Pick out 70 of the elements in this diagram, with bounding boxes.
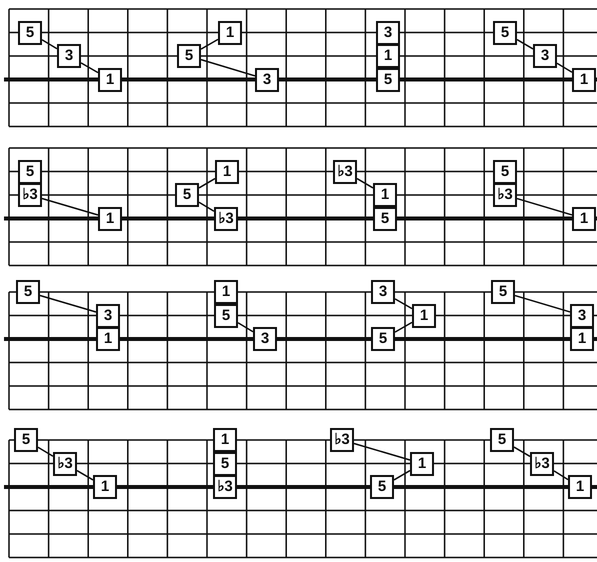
note-box: 1 [373,183,397,207]
note-box: 5 [493,20,517,44]
connector-line [554,470,568,480]
note-box: 1 [93,475,117,499]
note-box: 5 [16,280,40,304]
note-box: 5 [18,20,42,44]
connector-line [200,58,256,77]
note-box: 5 [376,68,400,92]
note-box: 3 [376,20,400,44]
note-box: 1 [570,327,594,351]
connector-line [394,470,410,481]
note-box: 5 [214,304,238,328]
note-box: 5 [493,160,517,184]
connector-line [394,322,412,333]
note-box: 3 [253,327,277,351]
connector-line [356,178,374,189]
note-box: ♭3 [493,183,517,207]
note-box: ♭3 [530,452,554,476]
note-box: ♭3 [213,475,237,499]
note-box: 5 [371,327,395,351]
note-box: 1 [214,280,238,304]
note-box: ♭3 [214,206,238,230]
note-box: 3 [570,304,594,328]
note-box: 1 [572,206,596,230]
connector-line [200,38,218,50]
connector-line [38,446,54,457]
note-box: 5 [213,452,237,476]
note-box: 3 [57,44,81,68]
note-box: ♭3 [53,452,77,476]
note-box: ♭3 [330,428,354,452]
note-box: 5 [491,280,515,304]
note-box: 1 [98,68,122,92]
note-box: 5 [18,160,42,184]
note-box: 5 [370,475,394,499]
note-box: 1 [215,160,239,184]
connector-line [40,294,96,313]
note-box: 3 [371,280,395,304]
note-box: 5 [490,428,514,452]
connector-line [42,198,98,216]
note-box: 1 [96,327,120,351]
note-box: 5 [177,44,201,68]
note-box: 1 [213,428,237,452]
note-box: 1 [410,452,434,476]
note-box: 1 [572,68,596,92]
connector-line [556,62,572,73]
connector-line [238,322,254,332]
note-box: 1 [412,304,436,328]
connector-line [514,446,530,458]
connector-line [198,178,216,189]
connector-line [80,62,98,74]
connector-line [394,298,412,310]
note-box: 3 [533,44,557,68]
connector-line [514,294,570,313]
note-box: 1 [218,20,242,44]
note-box: 3 [255,68,279,92]
note-box: 5 [373,206,397,230]
note-box: 3 [96,304,120,328]
connector-line [516,38,534,50]
connector-line [354,442,410,461]
connector-line [42,39,58,50]
note-box: 5 [14,428,38,452]
note-box: ♭3 [333,160,357,184]
note-box: ♭3 [18,183,42,207]
connector-line [198,202,214,212]
note-box: 1 [568,475,592,499]
note-box: 1 [376,44,400,68]
note-box: 1 [98,206,122,230]
note-box: 5 [175,183,199,207]
connector-line [516,198,572,216]
connector-line [76,470,94,481]
